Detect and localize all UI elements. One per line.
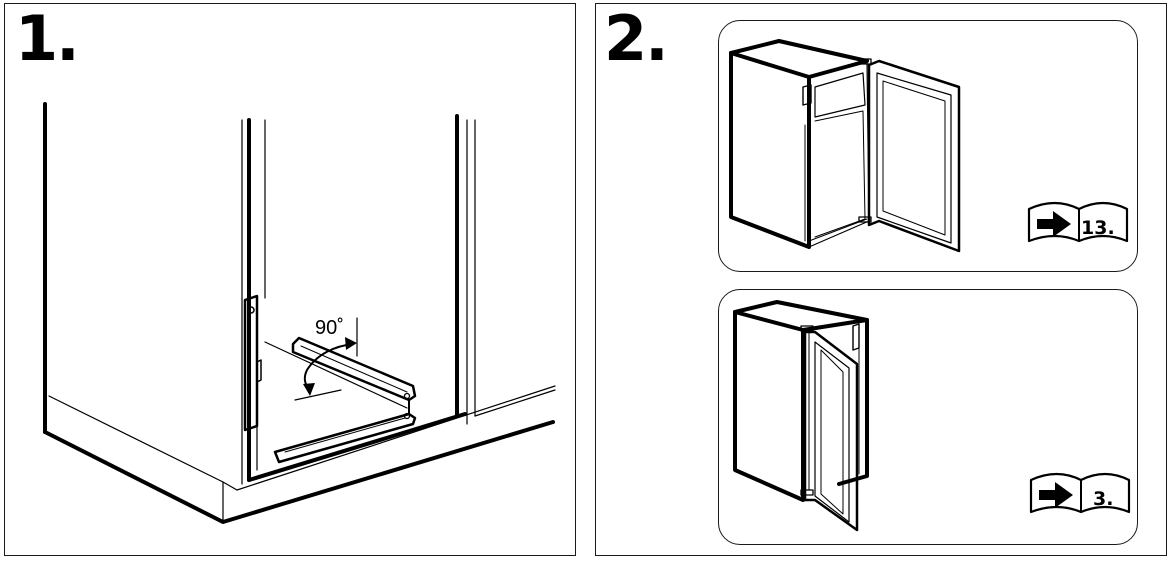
cabinet-base-front <box>43 420 555 524</box>
fridge-door-right-illustration: 13. <box>729 39 1129 253</box>
swinging-plate <box>291 336 417 402</box>
book-arrow-icon: 3. <box>1029 472 1131 514</box>
step-2-panel: 2. 13. <box>595 3 1167 556</box>
option-door-right: 13. <box>718 20 1138 272</box>
step-2-number: 2. <box>604 2 669 75</box>
manual-ref-13: 13. <box>1081 217 1115 239</box>
floor-plate <box>273 412 417 464</box>
fridge-body <box>733 310 805 502</box>
hinge-bracket <box>243 294 259 432</box>
fridge-body <box>729 51 811 249</box>
step-1-panel: 1. 90˚ <box>4 3 576 556</box>
option-door-left: 3. <box>718 289 1138 545</box>
book-arrow-icon: 13. <box>1027 201 1129 243</box>
angle-label: 90˚ <box>315 317 344 339</box>
rotation-arrowhead-top <box>345 337 357 350</box>
step-1-number: 1. <box>15 2 80 75</box>
rotation-arrowhead-bottom <box>303 383 315 396</box>
cabinet-installation-illustration: 90˚ <box>43 102 556 524</box>
fridge-door-left-illustration: 3. <box>733 300 1131 532</box>
fridge-door <box>803 330 859 532</box>
manual-ref-3: 3. <box>1093 488 1113 510</box>
fridge-door <box>867 59 961 253</box>
